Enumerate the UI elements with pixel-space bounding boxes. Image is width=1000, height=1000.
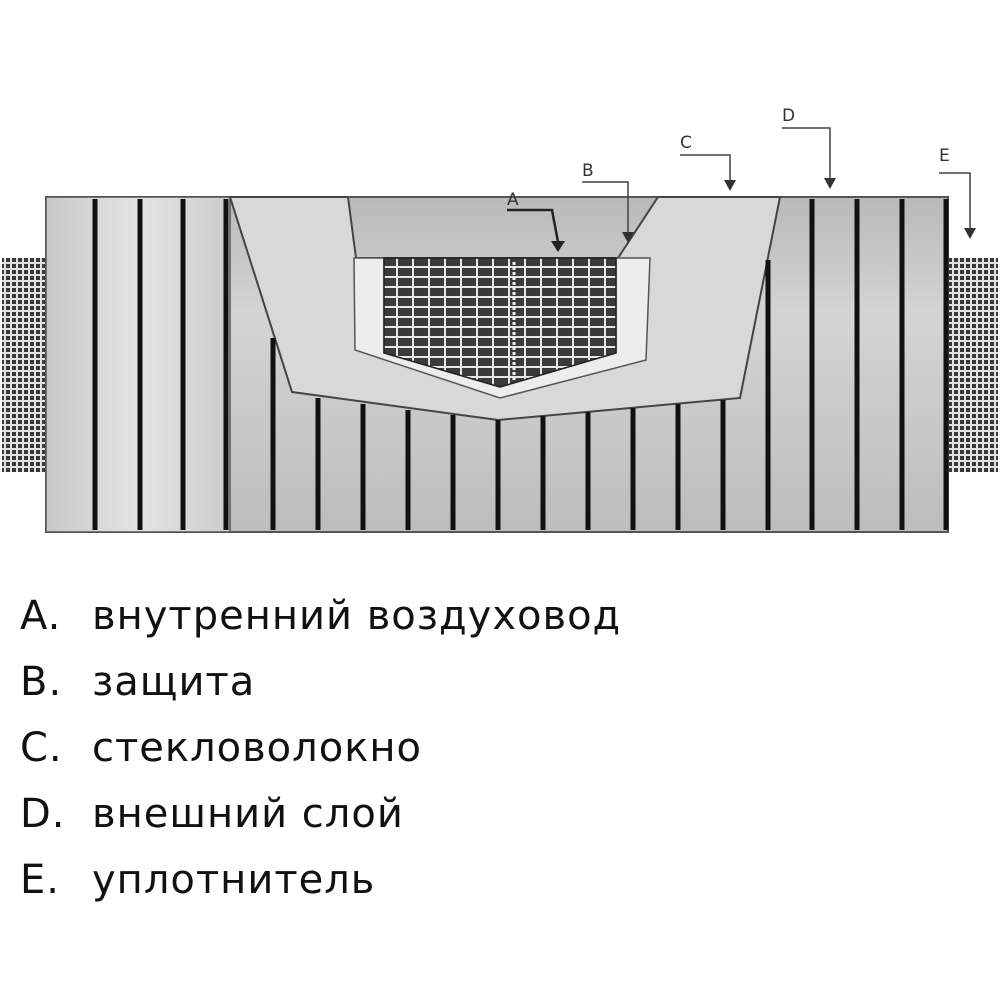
legend-key: A. (20, 593, 62, 639)
callout-e-letter: E (939, 146, 950, 166)
seal-left (2, 258, 46, 472)
legend-label: внутренний воздуховод (92, 593, 622, 639)
seal-right (946, 258, 998, 472)
legend-label: внешний слой (92, 791, 404, 837)
legend-key: C. (20, 725, 63, 771)
duct-diagram: A B C D E (2, 106, 998, 533)
legend-item-a: A. внутренний воздуховод (20, 583, 980, 649)
ribs-left (92, 199, 229, 530)
callout-d-letter: D (782, 106, 795, 126)
legend-key: E. (20, 857, 60, 903)
legend-key: D. (20, 791, 66, 837)
legend-item-e: E. уплотнитель (20, 847, 980, 913)
legend-item-c: C. стекловолокно (20, 715, 980, 781)
callout-c-letter: C (680, 133, 692, 153)
callout-e: E (939, 146, 976, 239)
callout-d: D (782, 106, 836, 189)
inner-duct (383, 257, 617, 388)
callout-a: A (507, 190, 565, 252)
legend-item-d: D. внешний слой (20, 781, 980, 847)
callout-b-letter: B (582, 161, 594, 181)
legend-label: стекловолокно (92, 725, 422, 771)
ribs-right (765, 199, 949, 530)
legend-label: уплотнитель (92, 857, 376, 903)
callout-c: C (680, 133, 736, 191)
legend-item-b: B. защита (20, 649, 980, 715)
legend-label: защита (92, 659, 256, 705)
legend-key: B. (20, 659, 63, 705)
callout-a-letter: A (507, 190, 519, 210)
callout-b: B (582, 161, 634, 243)
ribs-bottom (270, 338, 726, 530)
legend: A. внутренний воздуховод B. защита C. стекл… (20, 583, 980, 913)
